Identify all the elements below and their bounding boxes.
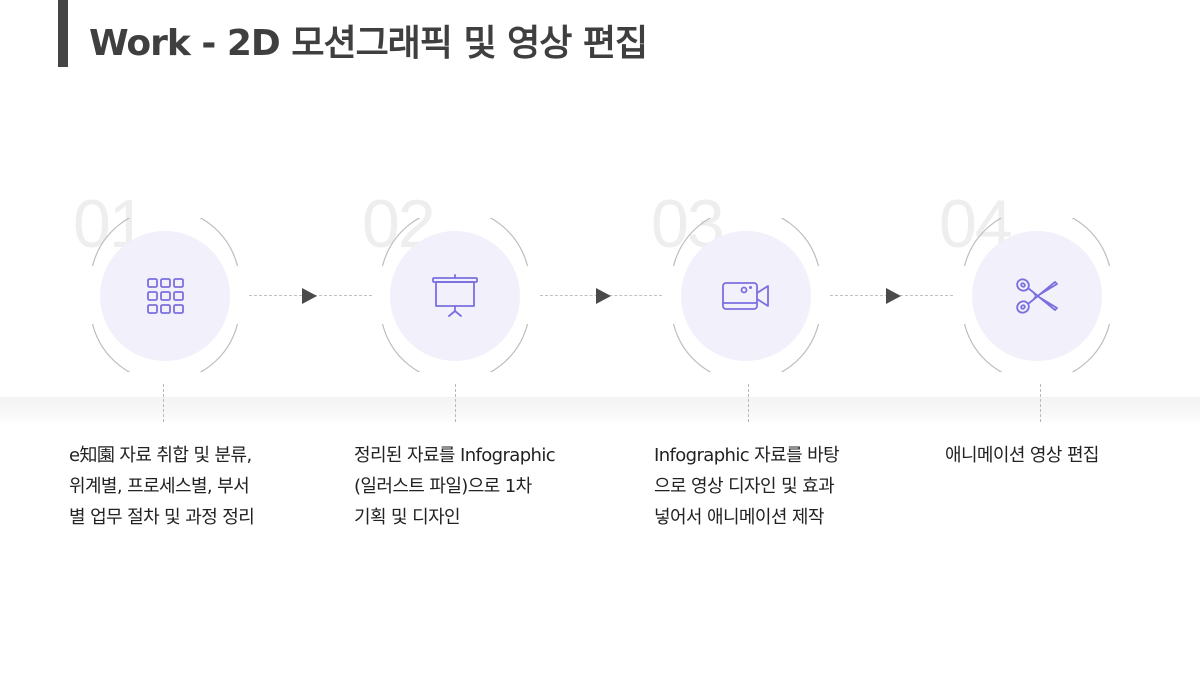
- arrow-right-icon: [302, 288, 317, 304]
- drop-line-3: [748, 384, 749, 422]
- step-circle-03: [681, 231, 811, 361]
- video-camera-icon: [722, 282, 769, 310]
- presentation-board-icon: [432, 274, 478, 317]
- background-band: [0, 397, 1200, 423]
- step-circle-02: [390, 231, 520, 361]
- step-ring-02: [381, 218, 529, 372]
- drop-line-2: [455, 384, 456, 422]
- page-title: Work - 2D 모션그래픽 및 영상 편집: [89, 23, 648, 64]
- drop-line-1: [163, 384, 164, 422]
- step-ring-01: [91, 218, 239, 372]
- arrow-right-icon: [596, 288, 611, 304]
- step-description-03: Infographic 자료를 바탕 으로 영상 디자인 및 효과 넣어서 애니…: [654, 445, 840, 528]
- arrow-right-icon: [886, 288, 901, 304]
- step-ring-03: [672, 218, 820, 372]
- step-description-02: 정리된 자료를 Infographic (일러스트 파일)으로 1차 기획 및 …: [354, 445, 556, 528]
- step-description-01: e知園 자료 취합 및 분류, 위계별, 프로세스별, 부서 별 업무 절차 및…: [69, 445, 255, 528]
- step-circle-01: [100, 231, 230, 361]
- title-accent-bar: [58, 0, 68, 67]
- step-circle-04: [972, 231, 1102, 361]
- grid-icon: [147, 278, 184, 314]
- drop-line-4: [1040, 384, 1041, 422]
- scissors-icon: [1016, 278, 1058, 314]
- step-ring-04: [963, 218, 1111, 372]
- step-description-04: 애니메이션 영상 편집: [945, 445, 1099, 466]
